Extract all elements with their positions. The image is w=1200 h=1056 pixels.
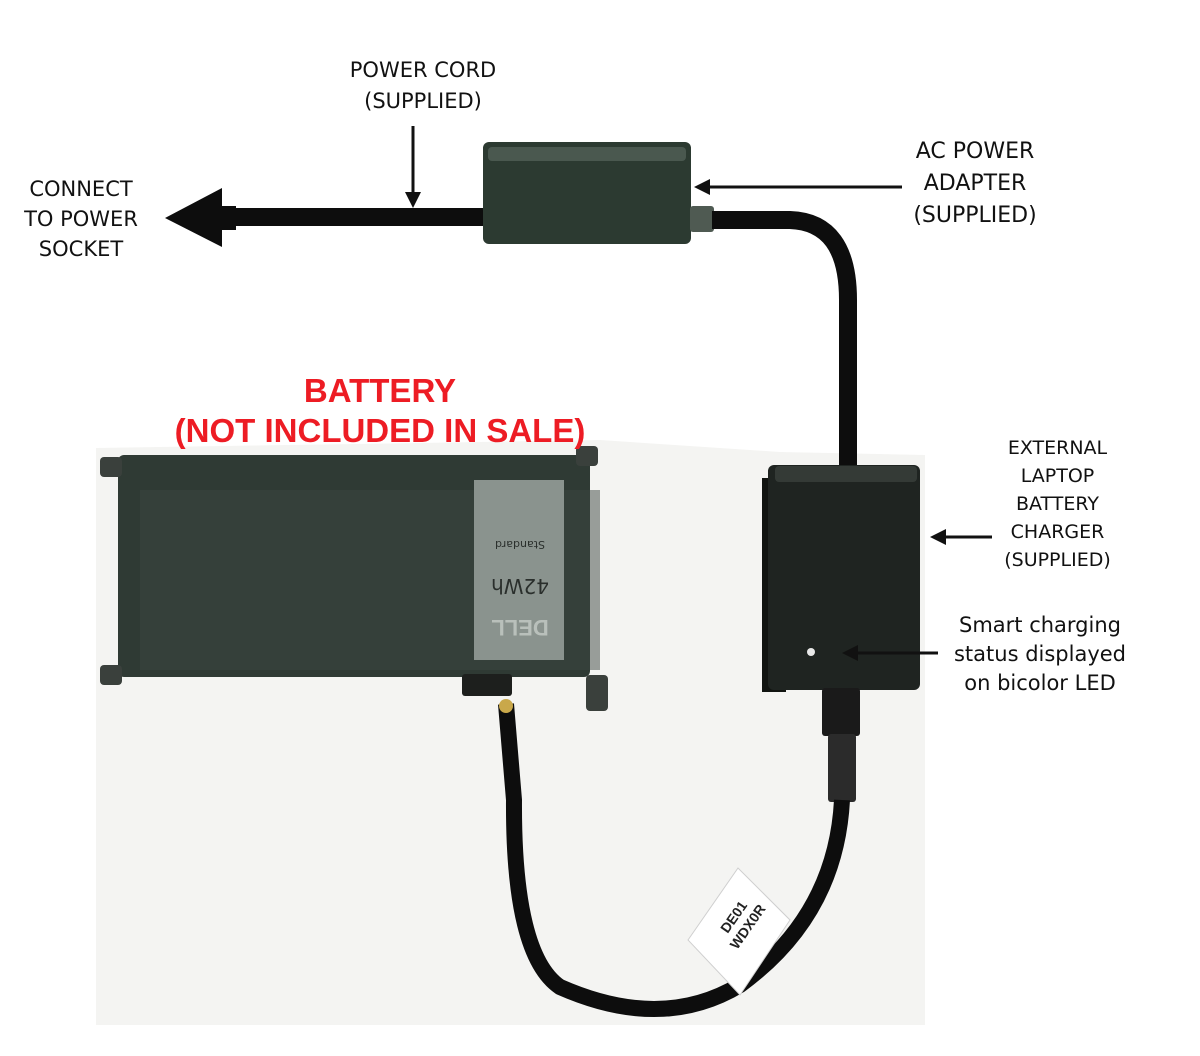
charger-label: EXTERNAL LAPTOP BATTERY CHARGER (SUPPLIE… [985,434,1130,574]
led-note-label: Smart charging status displayed on bicol… [950,611,1130,698]
ac-adapter-highlight [488,147,686,161]
charger-connector [822,688,860,736]
charger-plug [828,734,856,802]
connect-label-line-3: SOCKET [38,237,124,261]
power-cord [222,208,484,226]
led-note-line-1: Smart charging [959,613,1121,637]
charger-label-line-5: (SUPPLIED) [1004,549,1111,571]
battery-title-line-2: (NOT INCLUDED IN SALE) [174,412,586,449]
charger-top [775,466,917,482]
ac-adapter-label-line-3: (SUPPLIED) [913,203,1037,228]
battery-capacity: 42Wh [491,574,549,598]
led-pointer-head [842,645,858,661]
power-cord-label-line-2: (SUPPLIED) [364,89,482,113]
external-charger [768,465,920,690]
battery-title-line-1: BATTERY [303,372,457,409]
battery-type: Standard [494,538,546,551]
socket-arrow-icon [165,188,236,247]
led-note-line-2: status displayed [953,642,1127,666]
ac-adapter-pointer-head [694,179,710,195]
power-cord-pointer-head [405,192,421,208]
battery-title: BATTERY (NOT INCLUDED IN SALE) [100,371,660,451]
output-cable [498,703,850,1017]
power-cord-label: POWER CORD (SUPPLIED) [323,55,523,117]
ac-adapter [483,142,691,244]
charger-label-line-4: CHARGER [1010,521,1105,543]
ac-adapter-strain-relief [690,206,714,232]
dc-cable [712,211,857,470]
connect-label-line-1: CONNECT [29,177,133,201]
led-note-line-3: on bicolor LED [964,671,1116,695]
charger-pointer-head [930,529,946,545]
battery [100,446,608,711]
charger-label-line-3: BATTERY [1015,493,1100,515]
battery-connector-screw [499,699,513,713]
connect-label: CONNECT TO POWER SOCKET [10,174,152,264]
led-indicator [807,648,815,656]
ac-adapter-label-line-2: ADAPTER [923,171,1027,196]
power-cord-label-line-1: POWER CORD [349,58,497,82]
cable-tag [687,867,791,996]
battery-brand: DELL [491,615,549,640]
charger-label-line-2: LAPTOP [1020,465,1095,487]
charger-label-line-1: EXTERNAL [1007,437,1108,459]
connect-label-line-2: TO POWER [24,207,138,231]
ac-adapter-label: AC POWER ADAPTER (SUPPLIED) [890,136,1060,232]
ac-adapter-label-line-1: AC POWER [915,139,1035,164]
